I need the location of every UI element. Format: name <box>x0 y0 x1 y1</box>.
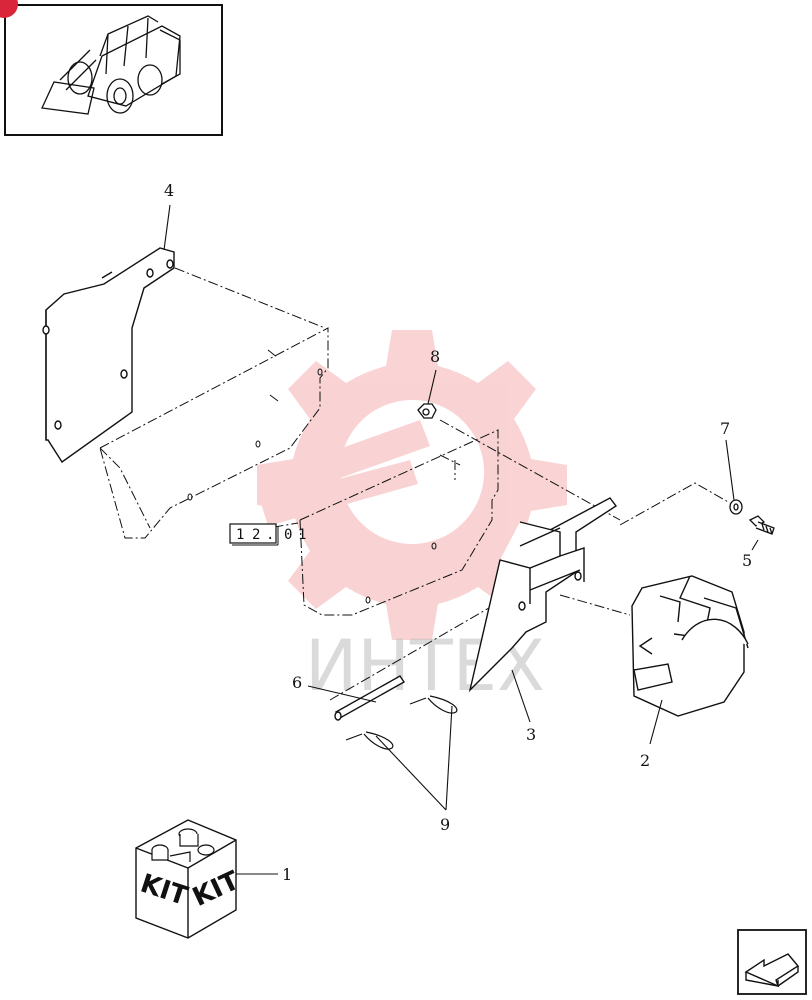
reference-char-5: 1 <box>298 527 306 543</box>
callout-7: 7 <box>720 419 730 438</box>
part-1-kit-box[interactable] <box>135 819 237 939</box>
skid-steer-loader-icon <box>41 15 181 115</box>
callout-6: 6 <box>292 673 302 692</box>
callout-9: 9 <box>440 815 450 834</box>
callout-3: 3 <box>526 725 536 744</box>
part-3-weight-bracket[interactable] <box>468 497 618 693</box>
part-7-washer[interactable] <box>729 499 743 515</box>
callout-8: 8 <box>430 347 440 366</box>
thumbnail-frame[interactable] <box>0 0 223 136</box>
next-page-arrow-icon[interactable] <box>737 929 807 995</box>
part-9-hairpin-clips[interactable] <box>345 695 458 750</box>
leader-lines <box>163 204 759 875</box>
part-5-bolt[interactable] <box>748 515 775 535</box>
section-reference-link[interactable]: 1 2 . 0 1 <box>229 523 306 546</box>
hydraulic-fittings-icon <box>151 828 215 862</box>
callout-1: 1 <box>282 865 292 884</box>
callout-4: 4 <box>164 181 174 200</box>
part-4-mounting-plate[interactable] <box>42 247 175 463</box>
ghost-mount-outline-left <box>99 267 329 539</box>
callout-5: 5 <box>742 551 752 570</box>
reference-char-2: 2 <box>252 527 260 543</box>
part-2-counterweight[interactable] <box>631 575 749 717</box>
corner-badge-icon <box>0 0 18 18</box>
reference-char-4: 0 <box>284 527 292 543</box>
reference-char-3: . <box>266 527 274 543</box>
part-6-pin[interactable] <box>334 675 406 721</box>
callout-2: 2 <box>640 751 650 770</box>
ghost-holes <box>187 368 437 604</box>
reference-char-1: 1 <box>236 527 244 543</box>
watermark-gear-logo <box>257 330 567 640</box>
part-8-nut[interactable] <box>417 403 437 419</box>
